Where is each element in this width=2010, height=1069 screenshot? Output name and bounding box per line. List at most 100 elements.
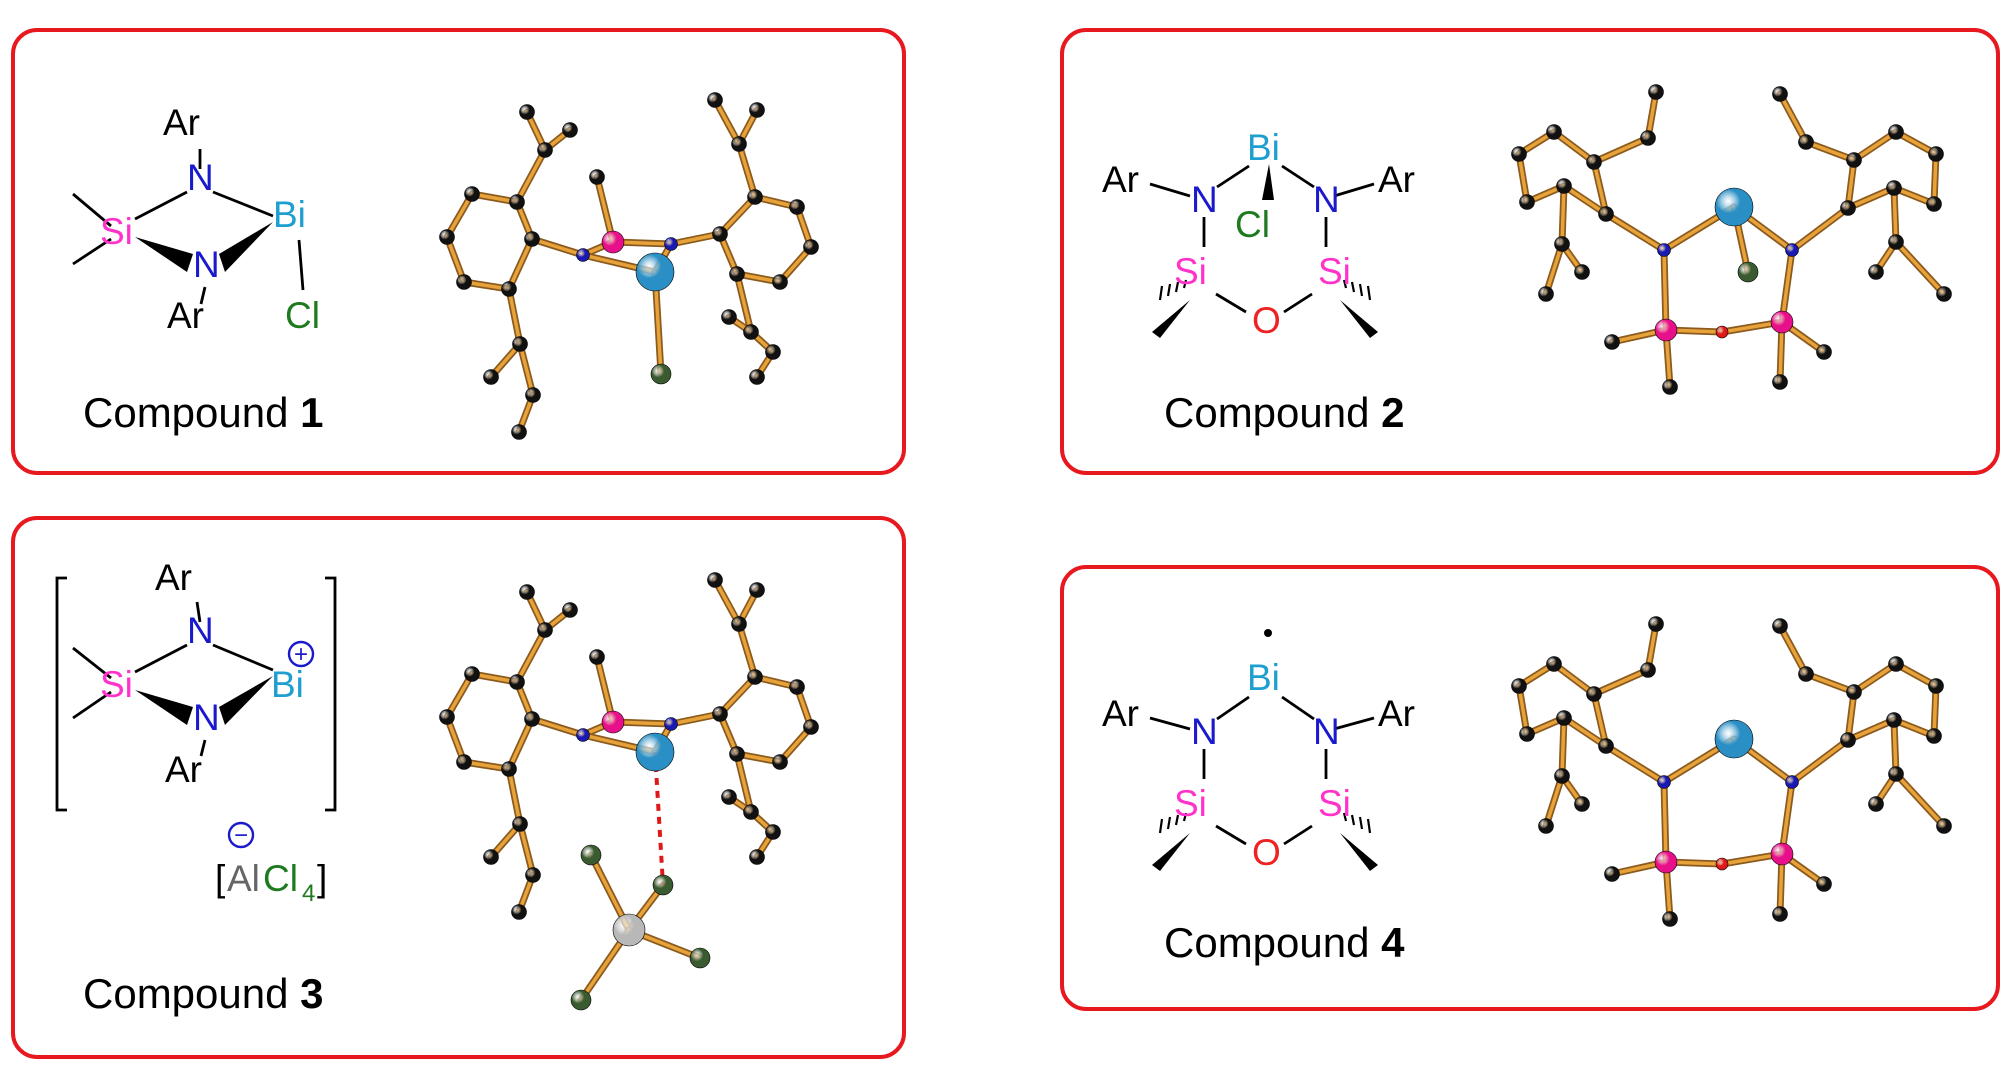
- carbon-atom: [789, 199, 805, 215]
- bond-stick-highlight: [1778, 624, 1808, 676]
- bi-label: Bi: [1247, 127, 1280, 168]
- nitrogen-atom: [1785, 243, 1799, 257]
- carbon-atom: [519, 104, 535, 120]
- ar-label: Ar: [1102, 159, 1139, 200]
- chlorine-atom: [580, 844, 602, 866]
- carbon-atom: [562, 122, 578, 138]
- carbon-atom: [483, 369, 499, 385]
- bond-stick-highlight: [1778, 92, 1808, 144]
- ar-label: Ar: [167, 295, 204, 336]
- bond-stick-highlight: [1662, 248, 1668, 332]
- compound-number: 1: [300, 389, 324, 436]
- carbon-atom: [1574, 264, 1590, 280]
- ar-label: Ar: [1378, 159, 1415, 200]
- silicon-atom: [601, 230, 625, 254]
- svg-text:4: 4: [302, 880, 315, 907]
- compound-3-panel: Ar N Si N Bi Ar + − [ Al Cl 4 ] Compound…: [11, 516, 906, 1059]
- carbon-atom: [803, 719, 819, 735]
- carbon-atom: [1519, 726, 1535, 742]
- carbon-atom: [1662, 379, 1678, 395]
- n-label: N: [1191, 179, 1218, 220]
- carbon-atom: [512, 816, 528, 832]
- carbon-atom: [1538, 286, 1554, 302]
- bond-stick-highlight: [1846, 186, 1896, 210]
- carbon-atom: [1604, 866, 1620, 882]
- carbon-atom: [772, 274, 788, 290]
- bond-stick-highlight: [1804, 140, 1856, 162]
- carbon-atom: [1816, 344, 1832, 360]
- carbon-atom: [721, 789, 737, 805]
- ar-label: Ar: [165, 749, 202, 790]
- nitrogen-atom: [576, 728, 590, 742]
- bond-stick-highlight: [1560, 716, 1566, 778]
- bond-stick-highlight: [1846, 718, 1896, 742]
- bond-stick-highlight: [507, 287, 522, 346]
- compound-3-caption: Compound 3: [83, 970, 324, 1017]
- n-label: N: [1313, 179, 1340, 220]
- nitrogen-atom: [576, 248, 590, 262]
- carbon-atom: [1772, 374, 1788, 390]
- cl-label: Cl: [1235, 204, 1270, 245]
- bond-stick-highlight: [1894, 240, 1946, 296]
- bond-stick-highlight: [1780, 780, 1794, 856]
- bond-stick-highlight: [1852, 130, 1898, 162]
- alcl4-anion-label: [ Al Cl 4 ]: [215, 858, 327, 907]
- carbon-atom: [772, 754, 788, 770]
- compound-2-ball-and-stick-model: [1511, 84, 1952, 395]
- carbon-atom: [1886, 180, 1902, 196]
- silicon-atom: [1654, 318, 1678, 342]
- bi-label: Bi: [1247, 657, 1280, 698]
- carbon-atom: [749, 102, 765, 118]
- bi-label: Bi: [273, 194, 306, 235]
- chlorine-atom: [570, 989, 592, 1011]
- bond-stick-highlight: [713, 98, 741, 146]
- bond-stick-highlight: [1592, 160, 1608, 216]
- carbon-atom: [1546, 656, 1562, 672]
- bond-stick-highlight: [1790, 206, 1850, 252]
- oxygen-atom: [1715, 325, 1729, 339]
- bond-stick-highlight: [669, 712, 722, 726]
- bismuth-atom: [635, 252, 675, 292]
- bond-stick-highlight: [1592, 692, 1608, 748]
- compound-2-structure: Bi Ar N N Ar Cl Si Si O: [1102, 127, 1415, 341]
- carbon-atom: [509, 674, 525, 690]
- carbon-atom: [525, 387, 541, 403]
- n-label: N: [1313, 711, 1340, 752]
- ar-label: Ar: [1102, 693, 1139, 734]
- carbon-atom: [1798, 134, 1814, 150]
- compound-number: 2: [1381, 389, 1405, 436]
- carbon-atom: [1846, 152, 1862, 168]
- compound-4-structure: Bi Ar N N Ar Si Si O: [1102, 629, 1415, 873]
- carbon-atom: [511, 904, 527, 920]
- si-label: Si: [1318, 783, 1351, 824]
- bond-stick-highlight: [507, 767, 522, 826]
- bond-stick-highlight: [735, 752, 753, 814]
- bond-stick-highlight: [1562, 184, 1608, 216]
- carbon-atom: [519, 584, 535, 600]
- carbon-atom: [1586, 154, 1602, 170]
- bond-stick-highlight: [1544, 242, 1564, 296]
- carbon-atom: [1519, 194, 1535, 210]
- carbon-atom: [1816, 876, 1832, 892]
- carbon-atom: [749, 369, 765, 385]
- carbon-atom: [1574, 796, 1590, 812]
- carbon-atom: [501, 761, 517, 777]
- carbon-atom: [1648, 84, 1664, 100]
- svg-text:[: [: [215, 858, 225, 899]
- bond-stick-highlight: [1592, 668, 1650, 696]
- carbon-atom: [1598, 206, 1614, 222]
- carbon-atom: [765, 344, 781, 360]
- bond-stick-highlight: [1604, 744, 1666, 784]
- silicon-atom: [1770, 842, 1794, 866]
- carbon-atom: [483, 849, 499, 865]
- carbon-atom: [1798, 666, 1814, 682]
- si-label: Si: [1174, 251, 1207, 292]
- bond-stick-highlight: [1780, 248, 1794, 324]
- svg-text:−: −: [234, 822, 248, 849]
- cation-charge-icon: +: [287, 640, 315, 668]
- ar-label: Ar: [155, 557, 192, 598]
- si-label: Si: [100, 211, 133, 252]
- chlorine-atom: [652, 874, 674, 896]
- carbon-atom: [1511, 678, 1527, 694]
- bond-stick-highlight: [1846, 690, 1856, 742]
